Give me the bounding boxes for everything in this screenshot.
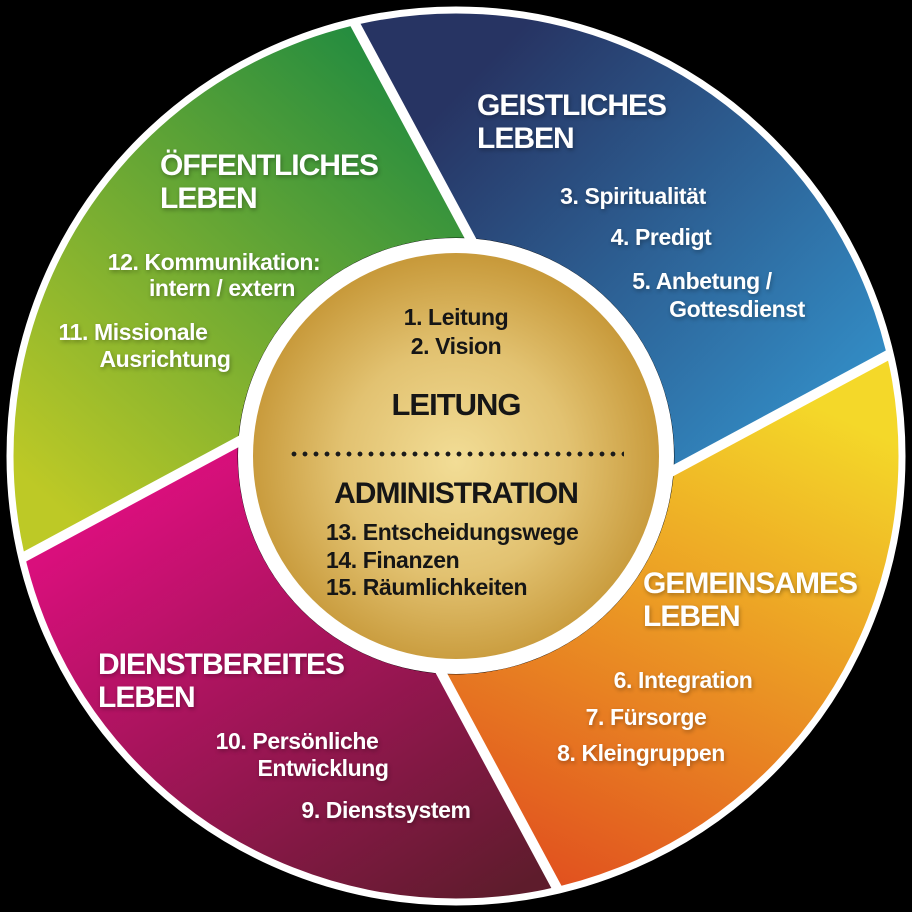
item-fuersorge: 7. Fürsorge	[585, 704, 707, 730]
item-predigt: 4. Predigt	[610, 224, 712, 250]
segment-geistliches-leben	[353, 8, 892, 470]
title-line: ÖFFENTLICHES	[160, 149, 379, 182]
segment-title-gemeinsames-leben: GEMEINSAMES LEBEN	[643, 567, 858, 633]
title-line: GEMEINSAMES	[643, 567, 858, 600]
title-line: DIENSTBEREITES	[98, 648, 345, 681]
item-spiritualitaet: 3. Spiritualität	[560, 183, 706, 209]
title-line: LEBEN	[98, 681, 196, 714]
divider-top	[336, 8, 480, 250]
segment-gemeinsames-leben	[442, 353, 904, 892]
item-gottesdienst: Gottesdienst	[669, 296, 805, 322]
center-item-finanzen: 14. Finanzen	[326, 547, 460, 573]
segment-title-dienstbereites-leben: DIENSTBEREITES LEBEN	[98, 648, 345, 714]
item-intern-extern: intern / extern	[148, 275, 296, 301]
dotted-separator	[290, 450, 624, 458]
item-entwicklung: Entwicklung	[257, 755, 389, 781]
divider-bottom	[432, 662, 576, 904]
center-item-vision: 2. Vision	[410, 333, 502, 359]
title-line: GEISTLICHES	[477, 89, 667, 122]
divider-left	[8, 432, 250, 576]
item-missionale: 11. Missionale	[58, 319, 208, 345]
title-line: LEBEN	[643, 600, 741, 633]
center-item-raeumlichkeiten: 15. Räumlichkeiten	[326, 574, 528, 600]
segment-title-geistliches-leben: GEISTLICHES LEBEN	[477, 89, 667, 155]
item-anbetung: 5. Anbetung /	[632, 268, 772, 294]
outer-ring	[6, 6, 906, 906]
item-integration: 6. Integration	[613, 667, 753, 693]
center-title-leitung: LEITUNG	[391, 387, 521, 422]
item-kleingruppen: 8. Kleingruppen	[557, 740, 725, 766]
center-item-leitung: 1. Leitung	[403, 304, 509, 330]
divider-right	[662, 336, 904, 480]
item-dienstsystem: 9. Dienstsystem	[301, 797, 471, 823]
segment-dienstbereites-leben	[20, 442, 559, 904]
item-persoenliche: 10. Persönliche	[215, 728, 379, 754]
title-line: LEBEN	[160, 182, 258, 215]
segment-title-oeffentliches-leben: ÖFFENTLICHES LEBEN	[160, 149, 379, 215]
center-title-administration: ADMINISTRATION	[334, 477, 579, 510]
center-item-entscheidungswege: 13. Entscheidungswege	[326, 519, 579, 545]
title-line: LEBEN	[477, 122, 575, 155]
item-ausrichtung: Ausrichtung	[99, 346, 231, 372]
segment-oeffentliches-leben	[8, 20, 470, 559]
item-kommunikation: 12. Kommunikation:	[107, 249, 321, 275]
